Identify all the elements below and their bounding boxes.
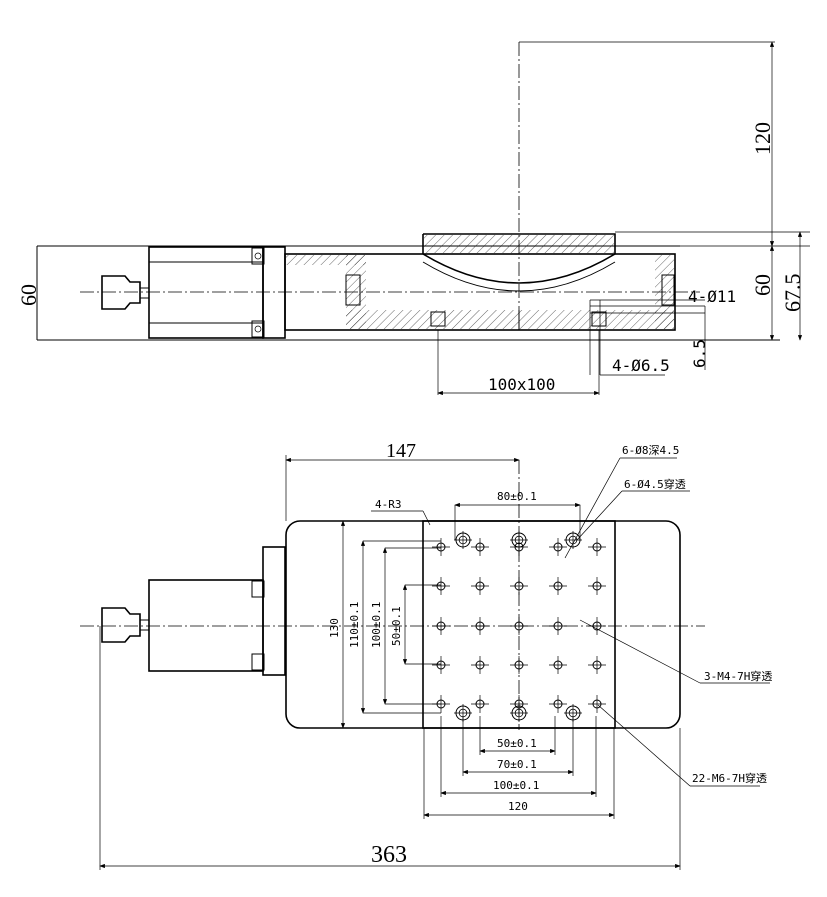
dim-through-holes: 6-Ø4.5穿透 — [624, 477, 686, 491]
dim-v130: 130 — [328, 618, 341, 638]
dim-mount-hole: 4-Ø6.5 — [612, 356, 670, 375]
dim-h70: 70±0.1 — [497, 758, 537, 771]
dim-h80: 80±0.1 — [497, 490, 537, 503]
dim-v50: 50±0.1 — [390, 606, 403, 646]
dim-v100: 100±0.1 — [370, 602, 383, 648]
side-view: 120 60 60 67.5 4-Ø11 4-Ø6.5 6.5 100x100 — [16, 41, 810, 396]
motor-top — [101, 546, 286, 676]
stage-side — [284, 233, 676, 331]
dim-h100: 100±0.1 — [493, 779, 539, 792]
dim-height-left: 60 — [16, 284, 41, 306]
dim-height-right: 60 — [750, 274, 775, 296]
top-view: 147 363 4-R3 6-Ø8深4.5 6-Ø4.5穿透 3-M4-7H穿透… — [80, 440, 772, 870]
dim-counterbore: 4-Ø11 — [688, 287, 736, 306]
dim-total-height: 67.5 — [780, 274, 805, 313]
dim-v110: 110±0.1 — [348, 602, 361, 648]
dim-motor-offset: 147 — [386, 440, 416, 462]
dim-base-thickness: 6.5 — [690, 339, 709, 368]
dim-mount-spacing: 100x100 — [488, 375, 555, 394]
dim-m4-threads: 3-M4-7H穿透 — [704, 669, 772, 683]
dim-corner-radius: 4-R3 — [375, 498, 402, 511]
dim-h120: 120 — [508, 800, 528, 813]
dim-m6-threads: 22-M6-7H穿透 — [692, 771, 767, 785]
dim-h50: 50±0.1 — [497, 737, 537, 750]
dim-overall-length: 363 — [371, 842, 407, 868]
dim-counterbore-holes: 6-Ø8深4.5 — [622, 444, 679, 457]
dim-travel-height: 120 — [750, 122, 775, 155]
base-plate — [285, 520, 681, 729]
motor-side — [101, 246, 286, 339]
